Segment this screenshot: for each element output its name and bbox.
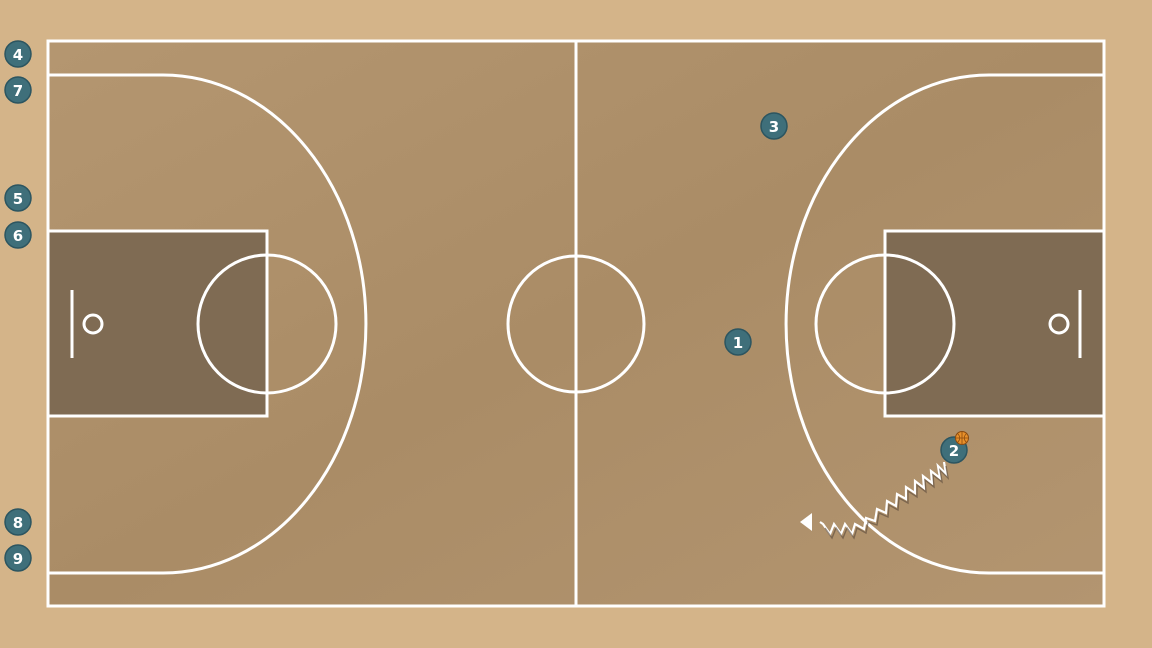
left-rim (82, 313, 104, 335)
left-key-outline (46, 229, 269, 418)
player-marker (724, 328, 752, 356)
left-free-throw-circle (196, 253, 338, 395)
dribble-path (819, 461, 948, 537)
left-paint (48, 231, 267, 416)
player-3[interactable]: 3 (760, 112, 788, 140)
player-6[interactable]: 6 (4, 221, 32, 249)
right-key-outline (883, 229, 1106, 418)
center-circle (506, 254, 646, 394)
player-marker (4, 508, 32, 536)
basketball-icon (955, 431, 969, 445)
right-paint (885, 231, 1104, 416)
player-number: 4 (13, 46, 23, 64)
player-marker (760, 112, 788, 140)
player-number: 8 (13, 514, 23, 532)
player-5[interactable]: 5 (4, 184, 32, 212)
right-free-throw-circle (814, 253, 956, 395)
player-1[interactable]: 1 (724, 328, 752, 356)
player-marker (4, 40, 32, 68)
player-number: 2 (949, 442, 959, 460)
player-4[interactable]: 4 (4, 40, 32, 68)
player-7[interactable]: 7 (4, 76, 32, 104)
player-number: 3 (769, 118, 779, 136)
player-number: 9 (13, 550, 23, 568)
player-9[interactable]: 9 (4, 544, 32, 572)
player-number: 1 (733, 334, 743, 352)
right-rim (1048, 313, 1070, 335)
player-number: 6 (13, 227, 23, 245)
player-marker (4, 544, 32, 572)
dribble-path-shadow (824, 465, 950, 540)
player-8[interactable]: 8 (4, 508, 32, 536)
arrowhead-icon (800, 513, 812, 531)
player-number: 5 (13, 190, 23, 208)
players-layer: 1 2 3 4 5 6 7 8 9 (4, 40, 968, 572)
left-three-point-line (48, 73, 368, 575)
player-marker (4, 184, 32, 212)
player-marker (4, 221, 32, 249)
player-marker (4, 76, 32, 104)
player-number: 7 (13, 82, 23, 100)
right-three-point-line (784, 73, 1104, 575)
